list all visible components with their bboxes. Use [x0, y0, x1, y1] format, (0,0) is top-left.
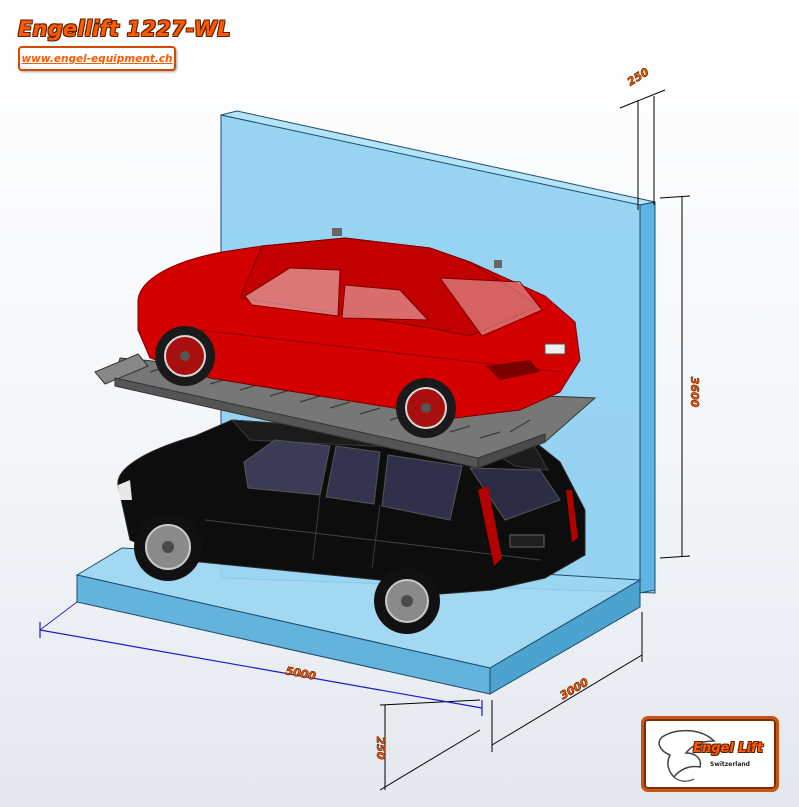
- depth-label: 3000: [558, 676, 591, 703]
- pit-depth-label: 250: [374, 737, 387, 760]
- website-link[interactable]: www.engel-equipment.ch: [21, 52, 173, 65]
- angel-wing-icon: [658, 729, 716, 782]
- brand-logo: Engel Lift Switzerland: [641, 716, 779, 792]
- upper-car: [137, 228, 581, 438]
- website-link-box[interactable]: www.engel-equipment.ch: [18, 46, 176, 71]
- dimension-lines: [379, 89, 691, 791]
- length-dimension-line: [39, 601, 483, 716]
- upper-platform: [94, 353, 597, 469]
- length-label: 5000: [284, 664, 317, 683]
- logo-name: Engel Lift: [693, 741, 763, 756]
- wall-thickness-label: 250: [625, 65, 652, 88]
- logo-country: Switzerland: [710, 761, 750, 768]
- page-title: Engellift 1227-WL: [18, 17, 231, 41]
- height-label: 3600: [688, 377, 701, 408]
